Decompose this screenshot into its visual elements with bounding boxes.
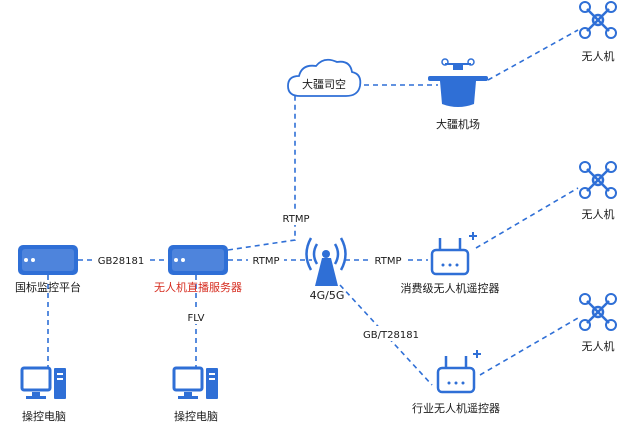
connectors (47, 29, 579, 386)
drone-mid-label: 无人机 (582, 207, 615, 221)
industry-rc-node: 行业无人机遥控器 (412, 350, 500, 415)
edge-label-flv: FLV (187, 313, 204, 324)
drone-icon (579, 161, 617, 199)
cloud-icon (287, 58, 362, 97)
pc-mid-label: 操控电脑 (174, 409, 218, 423)
live-server-label: 无人机直播服务器 (154, 280, 242, 294)
edge-label-rtmp-tower-consumer: RTMP (375, 256, 402, 267)
drone-top-node: 无人机 (579, 1, 617, 63)
monitor-icon (172, 366, 218, 399)
server-icon (18, 245, 78, 275)
remote-controller-icon (430, 232, 477, 276)
drone-icon (579, 293, 617, 331)
edge-label-rtmp-server-cloud: RTMP (283, 214, 310, 225)
consumer-rc-node: 消费级无人机遥控器 (401, 232, 500, 295)
platform-node: 国标监控平台 (15, 245, 81, 294)
edge-labels: GB28181 RTMP RTMP FLV RTMP GB/T28181 (96, 210, 420, 341)
drone-bottom-label: 无人机 (582, 339, 615, 353)
drone-icon (579, 1, 617, 39)
drone-top-label: 无人机 (582, 49, 615, 63)
edge-label-gbt28181: GB/T28181 (363, 330, 419, 341)
tower-label: 4G/5G (310, 289, 345, 302)
platform-label: 国标监控平台 (15, 280, 81, 294)
dock-node: 大疆机场 (428, 58, 488, 131)
server-icon (168, 245, 228, 275)
dock-icon (428, 58, 488, 107)
consumer-rc-label: 消费级无人机遥控器 (401, 281, 500, 295)
cloud-label: 大疆司空 (302, 77, 346, 91)
cloud-node: 大疆司空 (287, 58, 362, 97)
pc-mid-node: 操控电脑 (172, 366, 218, 423)
live-server-node: 无人机直播服务器 (154, 245, 242, 294)
remote-controller-icon (436, 350, 481, 394)
edge-label-rtmp-server-tower: RTMP (253, 256, 280, 267)
dock-label: 大疆机场 (436, 117, 480, 131)
edge-server-cloud (227, 95, 296, 251)
drone-bottom-node: 无人机 (579, 293, 617, 353)
industry-rc-label: 行业无人机遥控器 (412, 401, 500, 415)
edge-dock-drone (487, 29, 579, 81)
edge-consumer-drone (475, 187, 579, 249)
antenna-icon (305, 237, 347, 286)
tower-node: 4G/5G (305, 237, 347, 302)
monitor-icon (20, 366, 66, 399)
pc-left-label: 操控电脑 (22, 409, 66, 423)
edge-label-gb28181: GB28181 (98, 256, 144, 267)
drone-mid-node: 无人机 (579, 161, 617, 221)
edge-industry-drone (479, 317, 579, 376)
pc-left-node: 操控电脑 (20, 366, 66, 423)
